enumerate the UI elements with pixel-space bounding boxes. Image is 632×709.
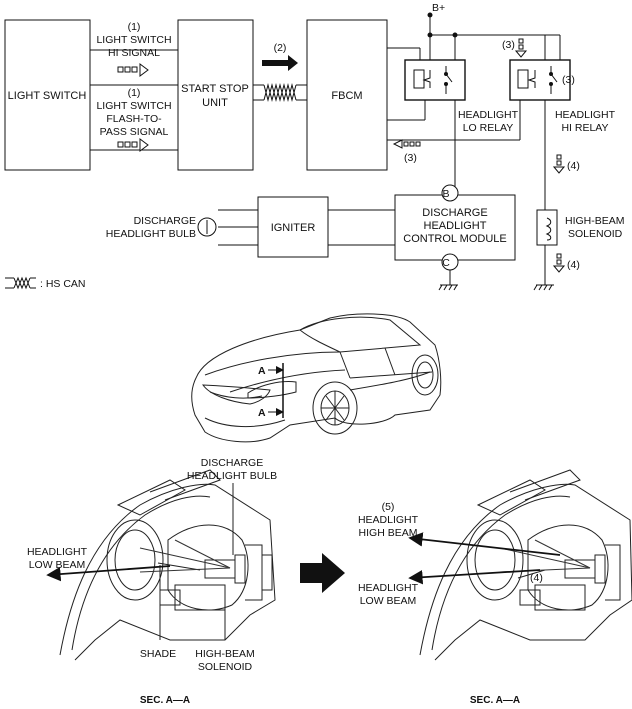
right-high-beam-label-2: HIGH BEAM bbox=[359, 527, 418, 539]
ftp-signal-line-2: FLASH-TO- bbox=[106, 113, 162, 125]
lo-relay-label-1: HEADLIGHT bbox=[458, 109, 519, 121]
relay-step-3b: (3) bbox=[562, 74, 575, 86]
light-switch-label: LIGHT SWITCH bbox=[8, 90, 87, 102]
flow-arrow-3-lower bbox=[392, 139, 421, 149]
left-shade-label: SHADE bbox=[140, 648, 176, 660]
high-beam-solenoid-box bbox=[536, 209, 558, 246]
left-bulb-label-2: HEADLIGHT BULB bbox=[187, 470, 277, 482]
discharge-bulb-icon bbox=[197, 217, 217, 237]
hi-signal-line-2: HI SIGNAL bbox=[108, 47, 160, 59]
right-step-5: (5) bbox=[382, 501, 395, 513]
right-high-beam-label-1: HEADLIGHT bbox=[358, 514, 419, 526]
module-label-3: CONTROL MODULE bbox=[403, 233, 507, 245]
module-label-2: HEADLIGHT bbox=[424, 220, 487, 232]
right-high-beam-arrow bbox=[408, 532, 561, 556]
hi-solenoid-label-1: HIGH-BEAM bbox=[565, 215, 625, 227]
bulb-label-1: DISCHARGE bbox=[134, 215, 196, 227]
power-label: B+ bbox=[432, 2, 445, 14]
headlight-hi-relay bbox=[509, 59, 571, 101]
left-bulb-label-1: DISCHARGE bbox=[201, 457, 263, 469]
right-low-beam-label-2: LOW BEAM bbox=[360, 595, 417, 607]
flow-arrow-4-upper bbox=[552, 154, 566, 174]
light-switch-box bbox=[4, 19, 91, 171]
flow-arrow-hi bbox=[117, 63, 149, 77]
bulb-label-2: HEADLIGHT BULB bbox=[106, 228, 196, 240]
relay-step-3a: (3) bbox=[502, 39, 515, 51]
hi-relay-label-2: HI RELAY bbox=[561, 122, 608, 134]
hi-signal-line-1: LIGHT SWITCH bbox=[96, 34, 171, 46]
left-section-caption: SEC. A—A bbox=[140, 695, 190, 706]
section-marker-top: A bbox=[258, 365, 266, 377]
flow-arrow-ftp bbox=[117, 138, 149, 152]
right-low-beam-label-1: HEADLIGHT bbox=[358, 582, 419, 594]
hs-can-legend-text: : HS CAN bbox=[40, 278, 86, 290]
fbcm-box bbox=[306, 19, 388, 171]
wiring-labels: LIGHT SWITCH START STOP UNIT FBCM IGNITE… bbox=[8, 2, 625, 290]
hi-solenoid-label-2: SOLENOID bbox=[568, 228, 623, 240]
car-illustration bbox=[191, 313, 442, 443]
left-low-beam-arrow bbox=[46, 565, 171, 582]
left-solenoid-label-2: SOLENOID bbox=[198, 661, 253, 673]
connector-c-label: C bbox=[442, 257, 450, 269]
section-marker-bottom: A bbox=[258, 407, 266, 419]
hi-relay-label-1: HEADLIGHT bbox=[555, 109, 616, 121]
ftp-signal-line-1: LIGHT SWITCH bbox=[96, 100, 171, 112]
hi-signal-number: (1) bbox=[128, 21, 141, 33]
right-low-beam-arrow bbox=[408, 569, 541, 585]
connector-b bbox=[441, 184, 459, 202]
right-headlight-section bbox=[419, 469, 632, 661]
igniter-label: IGNITER bbox=[271, 222, 316, 234]
transition-arrow bbox=[300, 553, 345, 593]
ftp-signal-number: (1) bbox=[128, 87, 141, 99]
left-headlight-section bbox=[59, 469, 276, 661]
flow-arrow-4-lower bbox=[552, 253, 566, 273]
relay-step-4a: (4) bbox=[567, 160, 580, 172]
headlight-lo-relay bbox=[404, 59, 466, 101]
relay-step-4b: (4) bbox=[567, 259, 580, 271]
ftp-signal-line-3: PASS SIGNAL bbox=[100, 126, 169, 138]
start-stop-label-2: UNIT bbox=[202, 97, 228, 109]
fbcm-label: FBCM bbox=[331, 90, 362, 102]
start-stop-label-1: START STOP bbox=[181, 83, 249, 95]
can-arrow bbox=[262, 55, 298, 71]
module-label-1: DISCHARGE bbox=[422, 207, 487, 219]
right-section-caption: SEC. A—A bbox=[470, 695, 520, 706]
right-step-4: (4) bbox=[530, 572, 543, 584]
flow-arrow-3-upper bbox=[514, 38, 528, 58]
left-solenoid-label-1: HIGH-BEAM bbox=[195, 648, 255, 660]
left-low-beam-label-1: HEADLIGHT bbox=[27, 546, 88, 558]
ground-symbol-hi bbox=[533, 284, 554, 291]
start-stop-unit-box bbox=[177, 19, 254, 171]
wiring-diagram bbox=[4, 12, 571, 291]
ground-symbol-module bbox=[438, 284, 458, 291]
hs-can-legend-icon bbox=[5, 276, 36, 290]
left-low-beam-label-2: LOW BEAM bbox=[29, 559, 86, 571]
relay-step-3c: (3) bbox=[404, 152, 417, 164]
hs-can-twisted-pair bbox=[253, 83, 307, 102]
can-step-number: (2) bbox=[274, 42, 287, 54]
lo-relay-label-2: LO RELAY bbox=[463, 122, 514, 134]
connector-b-label: B bbox=[442, 188, 449, 200]
